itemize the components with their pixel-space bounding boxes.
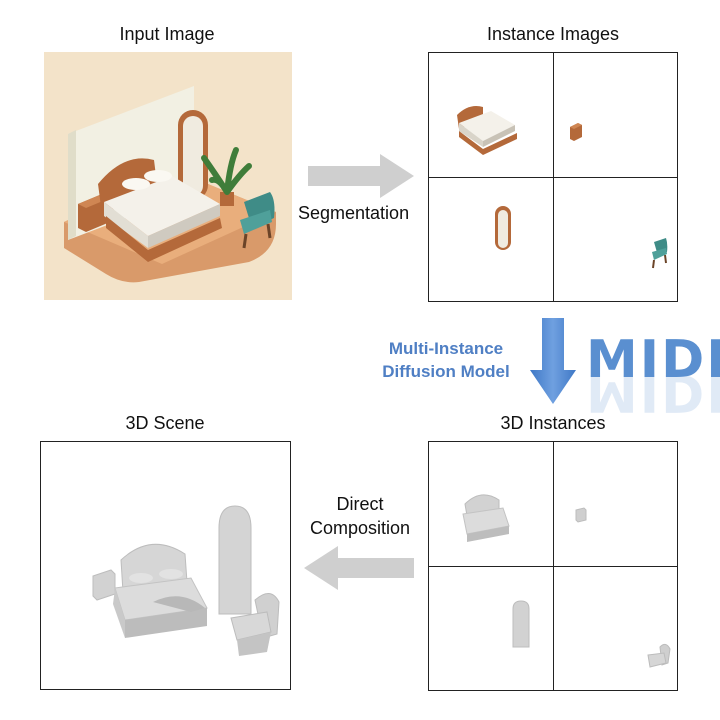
scene-3d-render [92,505,280,656]
scene-3d-panel [40,441,291,690]
instance-3d-cell-bed [428,441,554,567]
segmentation-label: Segmentation [298,203,410,223]
instance-cell-bed [428,52,554,178]
multi-instance-line2: Diffusion Model [382,362,510,381]
instances-3d-title: 3D Instances [500,413,606,433]
midi-logo: MIDI [586,330,720,390]
bed-3d-instance [462,494,510,542]
direct-label-line1: Direct [336,494,384,514]
nightstand-instance-image [570,123,582,141]
mirror-3d-instance [512,600,530,648]
instance-cell-chair [553,177,678,302]
instances-3d-grid [428,441,678,691]
blue-down-arrow [530,318,576,404]
composition-arrow [304,546,414,590]
bed-instance-image [457,106,517,155]
input-image-panel [44,52,292,300]
instance-cell-mirror [428,177,554,302]
instance-3d-cell-nightstand [553,441,678,567]
instance-images-title: Instance Images [486,24,620,44]
instance-3d-cell-mirror [428,566,554,691]
segmentation-arrow [308,154,414,198]
mirror-instance-image [495,206,511,250]
scene-3d-title: 3D Scene [125,413,205,433]
chair-3d-instance [647,643,671,668]
input-image-title: Input Image [119,24,215,44]
room-illustration [64,86,276,283]
chair-instance-image [652,238,668,269]
multi-instance-line1: Multi-Instance [388,339,504,358]
instance-images-grid [428,52,678,302]
direct-label-line2: Composition [309,518,411,538]
instance-3d-cell-chair [553,566,678,691]
nightstand-3d-instance [575,507,587,523]
instance-cell-nightstand [553,52,678,178]
